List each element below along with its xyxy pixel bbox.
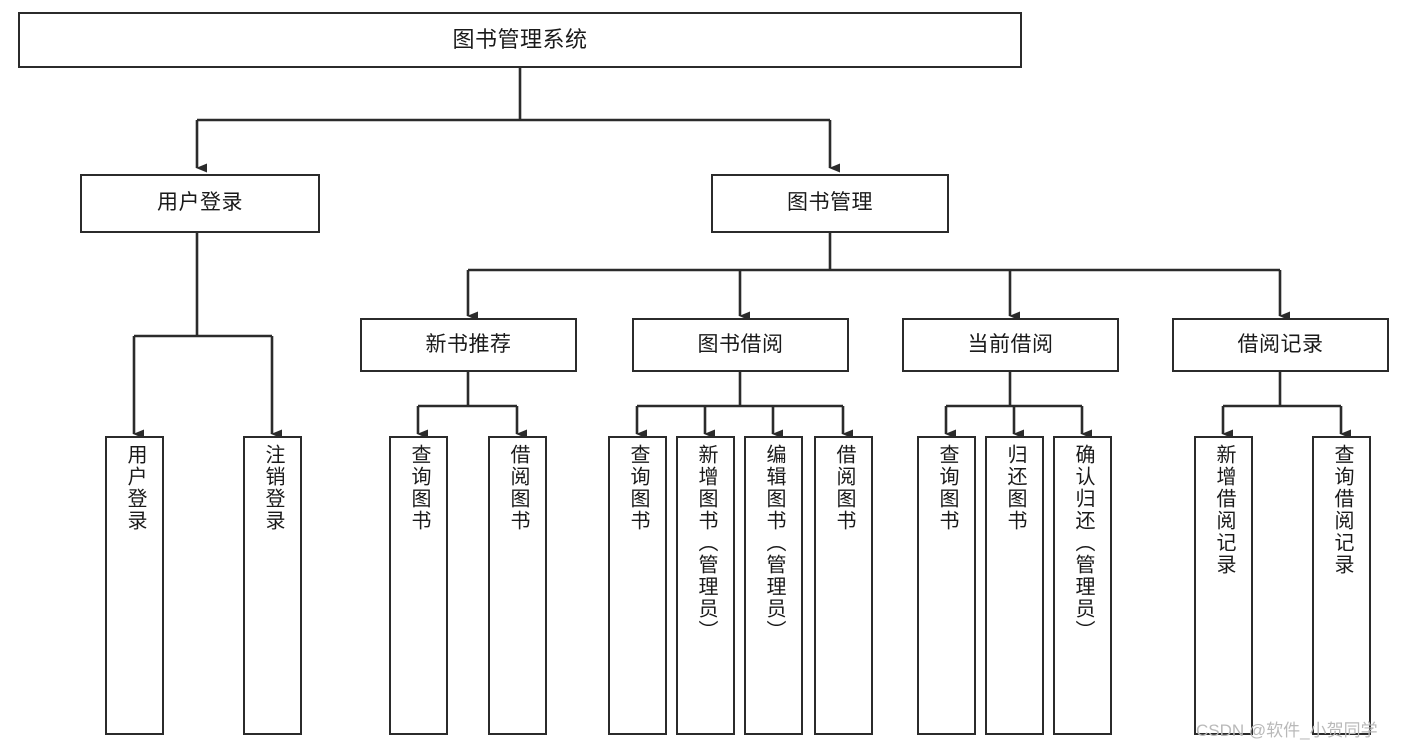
node-label: 新书推荐 — [425, 332, 512, 356]
leaf-current-borrow-confirm-admin[interactable]: 确认归还（管理员） — [1053, 436, 1112, 735]
node-label: 查询图书 — [627, 444, 649, 532]
node-label: 确认归还（管理员） — [1072, 444, 1094, 642]
node-label: 新增借阅记录 — [1213, 444, 1235, 576]
node-label: 当前借阅 — [967, 332, 1054, 356]
node-label: 归还图书 — [1004, 444, 1026, 532]
leaf-borrow-record-add[interactable]: 新增借阅记录 — [1194, 436, 1253, 735]
node-label: 用户登录 — [124, 444, 146, 532]
leaf-new-book-borrow[interactable]: 借阅图书 — [488, 436, 547, 735]
node-label: 图书管理系统 — [452, 27, 588, 53]
leaf-user-login-signout[interactable]: 注销登录 — [243, 436, 302, 735]
leaf-user-login-signin[interactable]: 用户登录 — [105, 436, 164, 735]
node-label: 图书借阅 — [697, 332, 784, 356]
leaf-new-book-query[interactable]: 查询图书 — [389, 436, 448, 735]
leaf-book-borrow-add-admin[interactable]: 新增图书（管理员） — [676, 436, 735, 735]
leaf-current-borrow-query[interactable]: 查询图书 — [917, 436, 976, 735]
node-book-borrow[interactable]: 图书借阅 — [632, 318, 849, 372]
node-current-borrow[interactable]: 当前借阅 — [902, 318, 1119, 372]
node-label: 图书管理 — [787, 191, 873, 215]
node-book-management[interactable]: 图书管理 — [711, 174, 949, 233]
node-label: 借阅图书 — [833, 444, 855, 532]
leaf-book-borrow-edit-admin[interactable]: 编辑图书（管理员） — [744, 436, 803, 735]
leaf-book-borrow-borrow[interactable]: 借阅图书 — [814, 436, 873, 735]
node-user-login[interactable]: 用户登录 — [80, 174, 320, 233]
leaf-borrow-record-query[interactable]: 查询借阅记录 — [1312, 436, 1371, 735]
node-borrow-records[interactable]: 借阅记录 — [1172, 318, 1389, 372]
node-label: 借阅图书 — [507, 444, 529, 532]
watermark-text: CSDN @软件_小贺同学 — [1196, 721, 1378, 740]
leaf-current-borrow-return[interactable]: 归还图书 — [985, 436, 1044, 735]
leaf-book-borrow-query[interactable]: 查询图书 — [608, 436, 667, 735]
node-label: 用户登录 — [157, 191, 243, 215]
node-label: 新增图书（管理员） — [695, 444, 717, 642]
node-label: 借阅记录 — [1237, 332, 1324, 356]
node-label: 编辑图书（管理员） — [763, 444, 785, 642]
node-label: 查询图书 — [936, 444, 958, 532]
node-new-book-recommend[interactable]: 新书推荐 — [360, 318, 577, 372]
node-root-book-management-system[interactable]: 图书管理系统 — [18, 12, 1022, 68]
node-label: 注销登录 — [262, 444, 284, 532]
node-label: 查询借阅记录 — [1331, 444, 1353, 576]
node-label: 查询图书 — [408, 444, 430, 532]
